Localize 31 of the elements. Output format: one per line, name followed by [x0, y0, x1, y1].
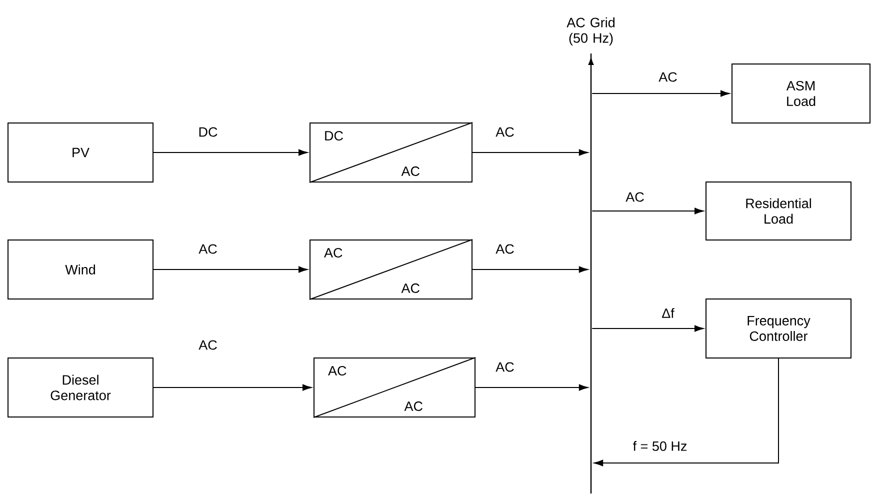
- process-box: ASM Load: [732, 64, 870, 124]
- edge-label: AC: [658, 71, 678, 83]
- arrow: [475, 384, 588, 391]
- arrow: [153, 384, 312, 391]
- edge-label: AC: [494, 243, 516, 255]
- process-box: Diesel Generator: [8, 358, 154, 418]
- edge-label: Δf: [660, 307, 676, 319]
- arrow: [592, 325, 704, 332]
- arrow: [592, 90, 730, 97]
- bus-line: [590, 54, 592, 494]
- process-box: PV: [8, 122, 154, 182]
- arrow: [472, 266, 588, 273]
- edge-label: f = 50 Hz: [632, 440, 688, 452]
- arrow: [592, 208, 704, 214]
- process-box: Residential Load: [706, 182, 852, 240]
- converter-box: AC AC: [313, 357, 476, 418]
- converter-box: AC AC: [309, 239, 473, 300]
- bus-label: AC Grid (50 Hz): [566, 17, 614, 46]
- process-box: Frequency Controller: [706, 298, 852, 358]
- arrow: [153, 266, 308, 273]
- arrow: [594, 358, 779, 466]
- edge-label: AC: [494, 361, 516, 373]
- edge-label: AC: [494, 126, 516, 138]
- converter-box: DC AC: [309, 122, 473, 183]
- process-box: Wind: [8, 240, 154, 300]
- edge-label: AC: [198, 339, 218, 351]
- arrow: [153, 149, 308, 156]
- edge-label: AC: [198, 243, 218, 255]
- edge-label: AC: [624, 191, 646, 203]
- arrow: [472, 149, 588, 156]
- edge-label: DC: [197, 126, 219, 138]
